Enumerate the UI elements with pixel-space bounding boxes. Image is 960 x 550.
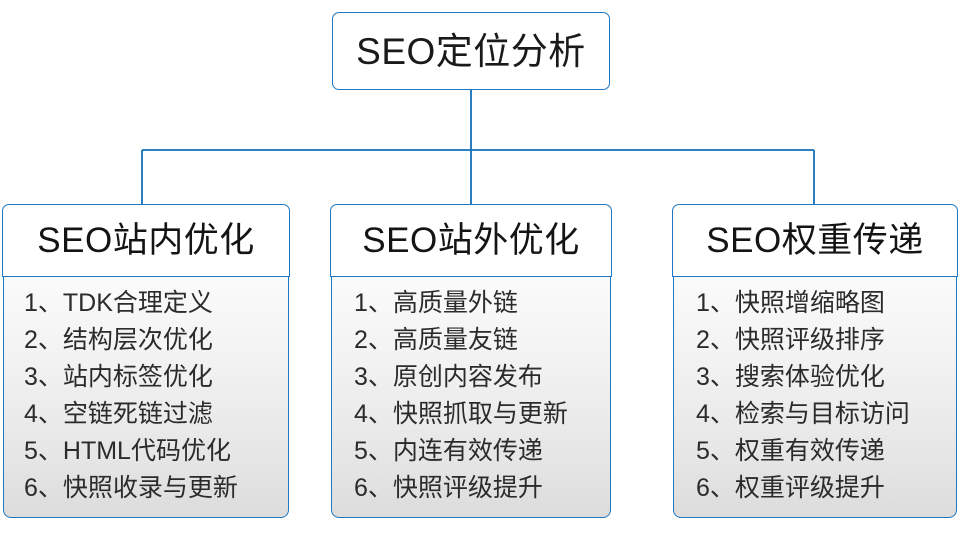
list-item: 5、内连有效传递 <box>354 437 543 465</box>
list-item: 2、结构层次优化 <box>24 326 213 354</box>
list-item: 1、TDK合理定义 <box>24 289 213 317</box>
branch-header-label-1: SEO站内优化 <box>37 221 255 260</box>
list-item: 4、快照抓取与更新 <box>354 400 568 428</box>
list-item: 3、搜索体验优化 <box>696 363 885 391</box>
branch-header-1[interactable]: SEO站内优化 <box>2 204 290 277</box>
branch-column-2: SEO站外优化 1、高质量外链 2、高质量友链 3、原创内容发布 4、快照抓取与… <box>330 204 612 518</box>
list-item: 4、空链死链过滤 <box>24 400 213 428</box>
list-item: 2、高质量友链 <box>354 326 518 354</box>
list-item: 3、原创内容发布 <box>354 363 543 391</box>
branch-header-label-2: SEO站外优化 <box>362 221 580 260</box>
branch-column-1: SEO站内优化 1、TDK合理定义 2、结构层次优化 3、站内标签优化 4、空链… <box>2 204 290 518</box>
list-item: 6、快照评级提升 <box>354 474 543 502</box>
branch-header-label-3: SEO权重传递 <box>706 221 924 260</box>
list-item: 6、快照收录与更新 <box>24 474 238 502</box>
branch-list-1: 1、TDK合理定义 2、结构层次优化 3、站内标签优化 4、空链死链过滤 5、H… <box>3 277 289 518</box>
list-item: 6、权重评级提升 <box>696 474 885 502</box>
list-item: 4、检索与目标访问 <box>696 400 910 428</box>
list-item: 1、高质量外链 <box>354 289 518 317</box>
list-item: 5、HTML代码优化 <box>24 437 231 465</box>
branch-column-3: SEO权重传递 1、快照增缩略图 2、快照评级排序 3、搜索体验优化 4、检索与… <box>672 204 958 518</box>
list-item: 3、站内标签优化 <box>24 363 213 391</box>
list-item: 5、权重有效传递 <box>696 437 885 465</box>
root-node[interactable]: SEO定位分析 <box>332 12 610 90</box>
branch-list-3: 1、快照增缩略图 2、快照评级排序 3、搜索体验优化 4、检索与目标访问 5、权… <box>673 277 957 518</box>
branch-header-2[interactable]: SEO站外优化 <box>330 204 612 277</box>
branch-list-2: 1、高质量外链 2、高质量友链 3、原创内容发布 4、快照抓取与更新 5、内连有… <box>331 277 611 518</box>
list-item: 1、快照增缩略图 <box>696 289 885 317</box>
branch-header-3[interactable]: SEO权重传递 <box>672 204 958 277</box>
root-node-label: SEO定位分析 <box>356 30 586 72</box>
list-item: 2、快照评级排序 <box>696 326 885 354</box>
